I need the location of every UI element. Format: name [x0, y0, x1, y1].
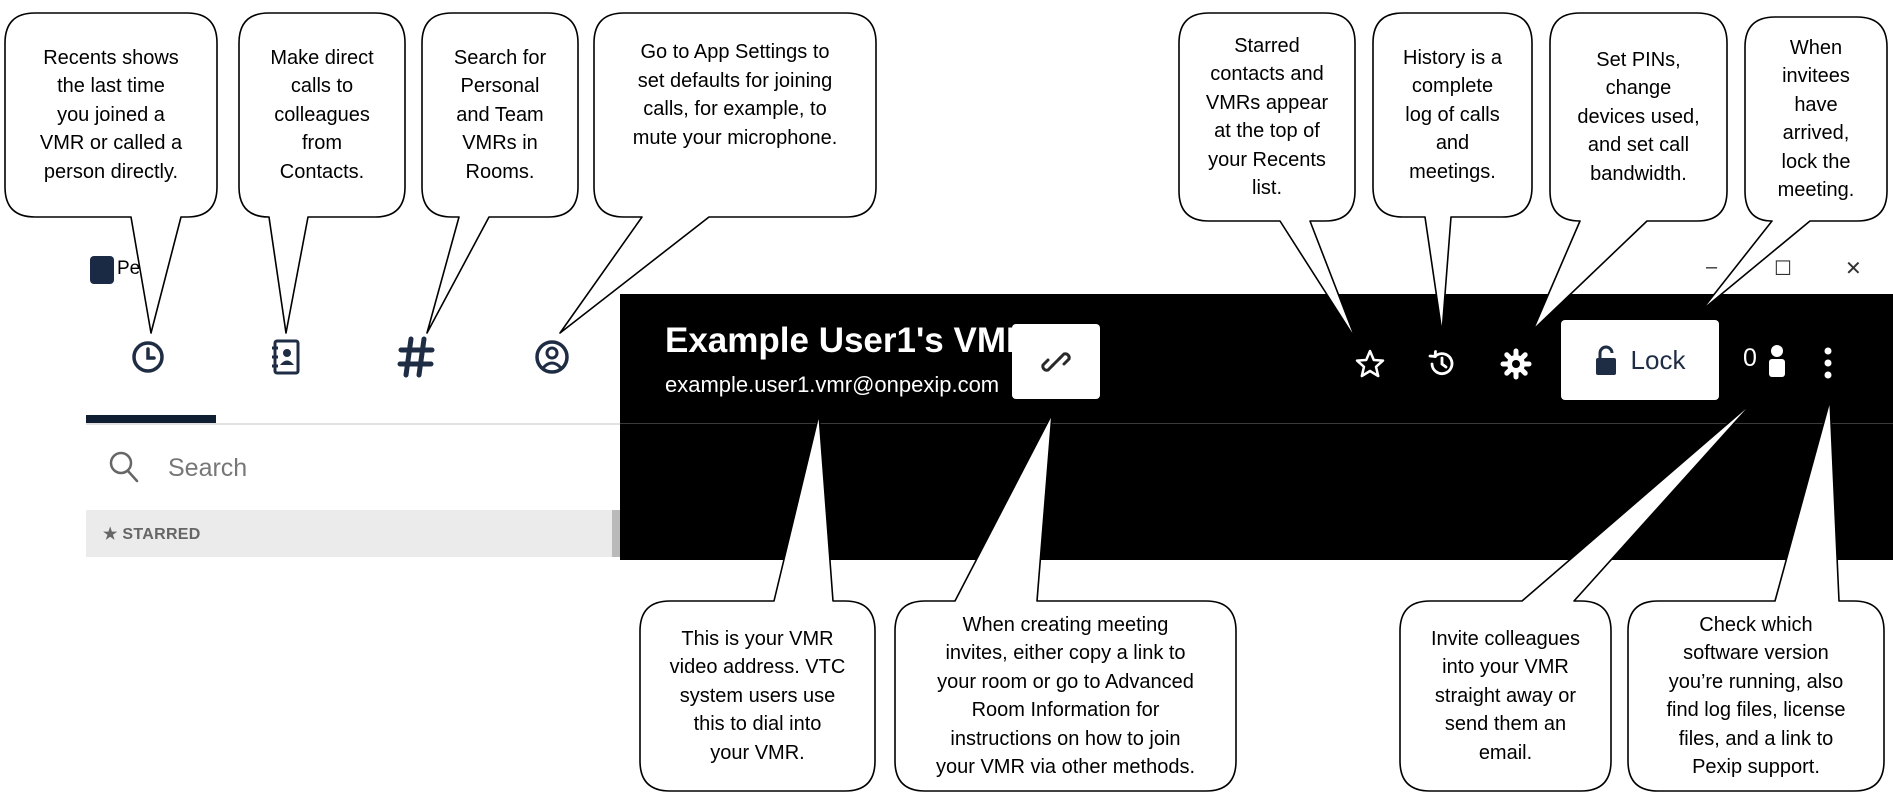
participant-count: 0 [1743, 344, 1757, 372]
pexip-logo [90, 256, 114, 284]
callout-address-bubble [639, 413, 876, 792]
history-button[interactable] [1419, 341, 1465, 387]
vmr-address: example.user1.vmr@onpexip.com [665, 372, 1000, 397]
callout-history-bubble [1372, 12, 1533, 334]
callout-rooms-bubble [421, 12, 579, 334]
starred-label: ★ STARRED [103, 526, 201, 543]
history-icon [1428, 350, 1454, 376]
settings-button[interactable] [1493, 341, 1539, 387]
app-name: Pe [117, 258, 141, 279]
more-options-icon[interactable] [1822, 346, 1834, 380]
contacts-book-icon [272, 339, 300, 375]
participant-icon[interactable] [1766, 344, 1788, 378]
starred-button[interactable] [1347, 341, 1393, 387]
search-icon [109, 451, 139, 483]
maximize-button[interactable]: ☐ [1774, 258, 1792, 280]
callout-starred-bubble [1178, 12, 1357, 341]
callout-contacts-bubble [238, 12, 406, 334]
hash-icon [397, 336, 435, 378]
person-circle-icon [535, 340, 569, 374]
padlock-icon [1595, 345, 1616, 375]
callout-lock-bubble [1700, 16, 1888, 312]
link-icon [1041, 351, 1071, 372]
nav-divider [86, 423, 620, 425]
callout-pins-bubble [1532, 12, 1728, 331]
callout-recents-bubble [4, 12, 218, 334]
app-settings-tab[interactable] [528, 333, 576, 381]
active-tab-indicator [86, 415, 216, 423]
search-input[interactable] [166, 445, 570, 491]
lock-button[interactable]: Lock [1561, 320, 1719, 400]
lock-label: Lock [1630, 344, 1686, 375]
vmr-title: Example User1's VMR [665, 321, 1032, 360]
starred-section-header [86, 510, 612, 557]
callout-invite-bubble [1399, 399, 1756, 792]
scrollbar[interactable] [612, 510, 620, 557]
clock-icon [132, 341, 164, 373]
callout-invite-link-bubble [894, 413, 1237, 792]
close-button[interactable]: ✕ [1845, 258, 1862, 280]
minimize-button[interactable]: – [1706, 256, 1718, 278]
callout-settings-bubble [559, 12, 877, 334]
rooms-tab[interactable] [392, 333, 440, 381]
callout-version-bubble [1627, 399, 1885, 792]
gear-icon [1500, 348, 1532, 380]
contacts-tab[interactable] [262, 333, 310, 381]
vmr-divider [620, 423, 1893, 424]
recents-tab[interactable] [124, 333, 172, 381]
copy-link-button[interactable] [1012, 324, 1100, 399]
star-icon [1355, 349, 1385, 378]
